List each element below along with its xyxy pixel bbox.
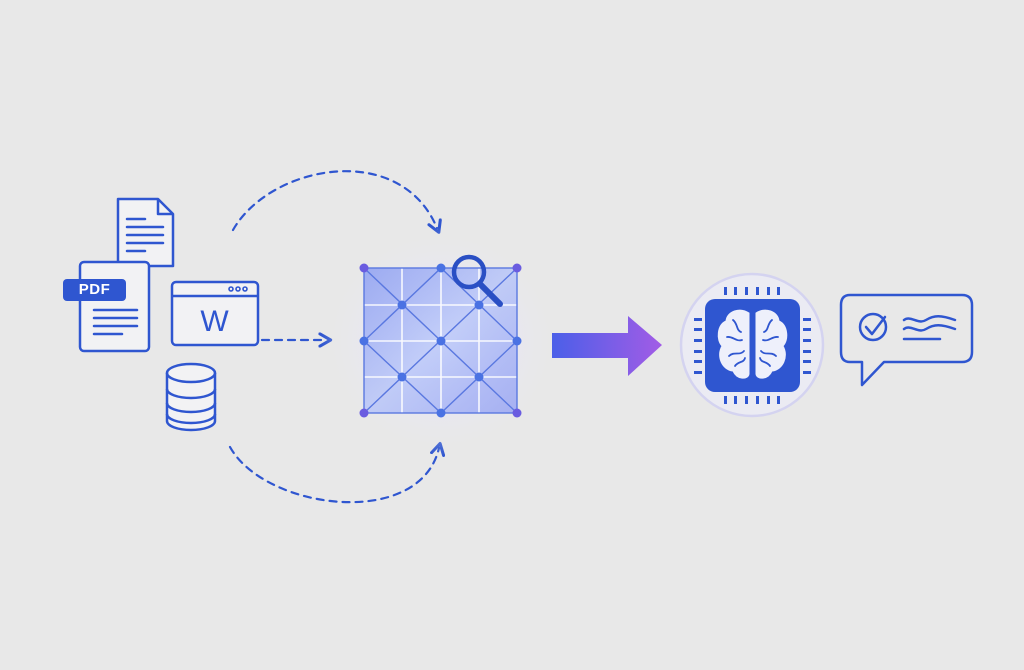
top-dashed-arrow (231, 170, 442, 234)
chat-bubble-check-icon (839, 293, 974, 387)
pdf-badge: PDF (63, 279, 126, 301)
database-icon (165, 362, 217, 432)
browser-window-icon (170, 280, 260, 347)
pdf-document-icon (78, 260, 151, 353)
magnifier-icon (451, 254, 503, 307)
brain-chip-icon (679, 272, 825, 418)
main-flow-arrow (552, 316, 662, 376)
bottom-dashed-arrow (228, 441, 446, 504)
web-page-letter: W (200, 305, 229, 338)
vector-grid-icon (321, 226, 561, 456)
document-icon (116, 197, 175, 268)
